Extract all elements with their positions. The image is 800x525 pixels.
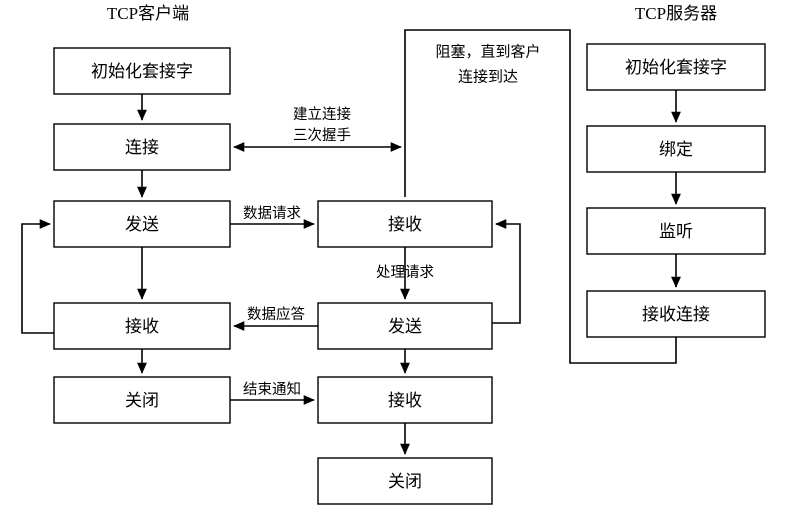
block-note-line-1: 阻塞，直到客户 bbox=[435, 43, 540, 61]
client-recv-label: 接收 bbox=[125, 317, 159, 337]
edge-label-handshake-line-2: 三次握手 bbox=[293, 127, 351, 144]
arrow-client-recv-loop-to-send bbox=[21, 219, 54, 334]
mid-recv-2-label: 接收 bbox=[388, 391, 422, 411]
middle-box-recv-1[interactable]: 接收 bbox=[317, 200, 493, 248]
server-box-bind[interactable]: 绑定 bbox=[586, 125, 766, 173]
client-box-init[interactable]: 初始化套接字 bbox=[53, 47, 231, 95]
client-send-label: 发送 bbox=[125, 215, 159, 235]
mid-close-rect[interactable] bbox=[317, 457, 493, 505]
server-init-label: 初始化套接字 bbox=[625, 58, 727, 78]
mid-close-label: 关闭 bbox=[388, 472, 422, 492]
mid-send-label: 发送 bbox=[388, 317, 422, 337]
mid-recv-1-label: 接收 bbox=[388, 215, 422, 235]
middle-box-send[interactable]: 发送 bbox=[317, 302, 493, 350]
server-listen-label: 监听 bbox=[659, 222, 693, 242]
arrow-mid-send-loop-to-recv bbox=[492, 219, 521, 324]
client-connect-label: 连接 bbox=[125, 138, 159, 158]
client-init-rect[interactable] bbox=[53, 47, 231, 95]
server-box-init[interactable]: 初始化套接字 bbox=[586, 43, 766, 91]
path-server-accept-blocking-to-middle bbox=[404, 29, 677, 364]
edge-label-process-request: 处理请求 bbox=[376, 264, 434, 281]
block-note-line-2: 连接到达 bbox=[458, 68, 518, 86]
server-init-rect[interactable] bbox=[586, 43, 766, 91]
edge-label-data-request: 数据请求 bbox=[243, 205, 301, 222]
server-bind-label: 绑定 bbox=[659, 140, 693, 160]
middle-box-recv-2[interactable]: 接收 bbox=[317, 376, 493, 424]
column-title-server: TCP服务器 bbox=[635, 4, 717, 23]
server-accept-label: 接收连接 bbox=[642, 305, 710, 325]
mid-recv-1-rect[interactable] bbox=[317, 200, 493, 248]
client-connect-rect[interactable] bbox=[53, 123, 231, 171]
server-box-listen[interactable]: 监听 bbox=[586, 207, 766, 255]
edge-label-data-response: 数据应答 bbox=[247, 305, 305, 323]
middle-box-close[interactable]: 关闭 bbox=[317, 457, 493, 505]
client-send-rect[interactable] bbox=[53, 200, 231, 248]
client-box-recv[interactable]: 接收 bbox=[53, 302, 231, 350]
client-close-rect[interactable] bbox=[53, 376, 231, 424]
server-bind-rect[interactable] bbox=[586, 125, 766, 173]
column-title-client: TCP客户端 bbox=[107, 4, 189, 23]
server-box-accept[interactable]: 接收连接 bbox=[586, 290, 766, 338]
mid-recv-2-rect[interactable] bbox=[317, 376, 493, 424]
client-init-label: 初始化套接字 bbox=[91, 62, 193, 82]
client-box-connect[interactable]: 连接 bbox=[53, 123, 231, 171]
edge-label-handshake-line-1: 建立连接 bbox=[293, 106, 351, 123]
edge-label-end-notice: 结束通知 bbox=[243, 381, 301, 398]
server-listen-rect[interactable] bbox=[586, 207, 766, 255]
client-recv-rect[interactable] bbox=[53, 302, 231, 350]
client-box-close[interactable]: 关闭 bbox=[53, 376, 231, 424]
client-box-send[interactable]: 发送 bbox=[53, 200, 231, 248]
client-close-label: 关闭 bbox=[125, 391, 159, 411]
